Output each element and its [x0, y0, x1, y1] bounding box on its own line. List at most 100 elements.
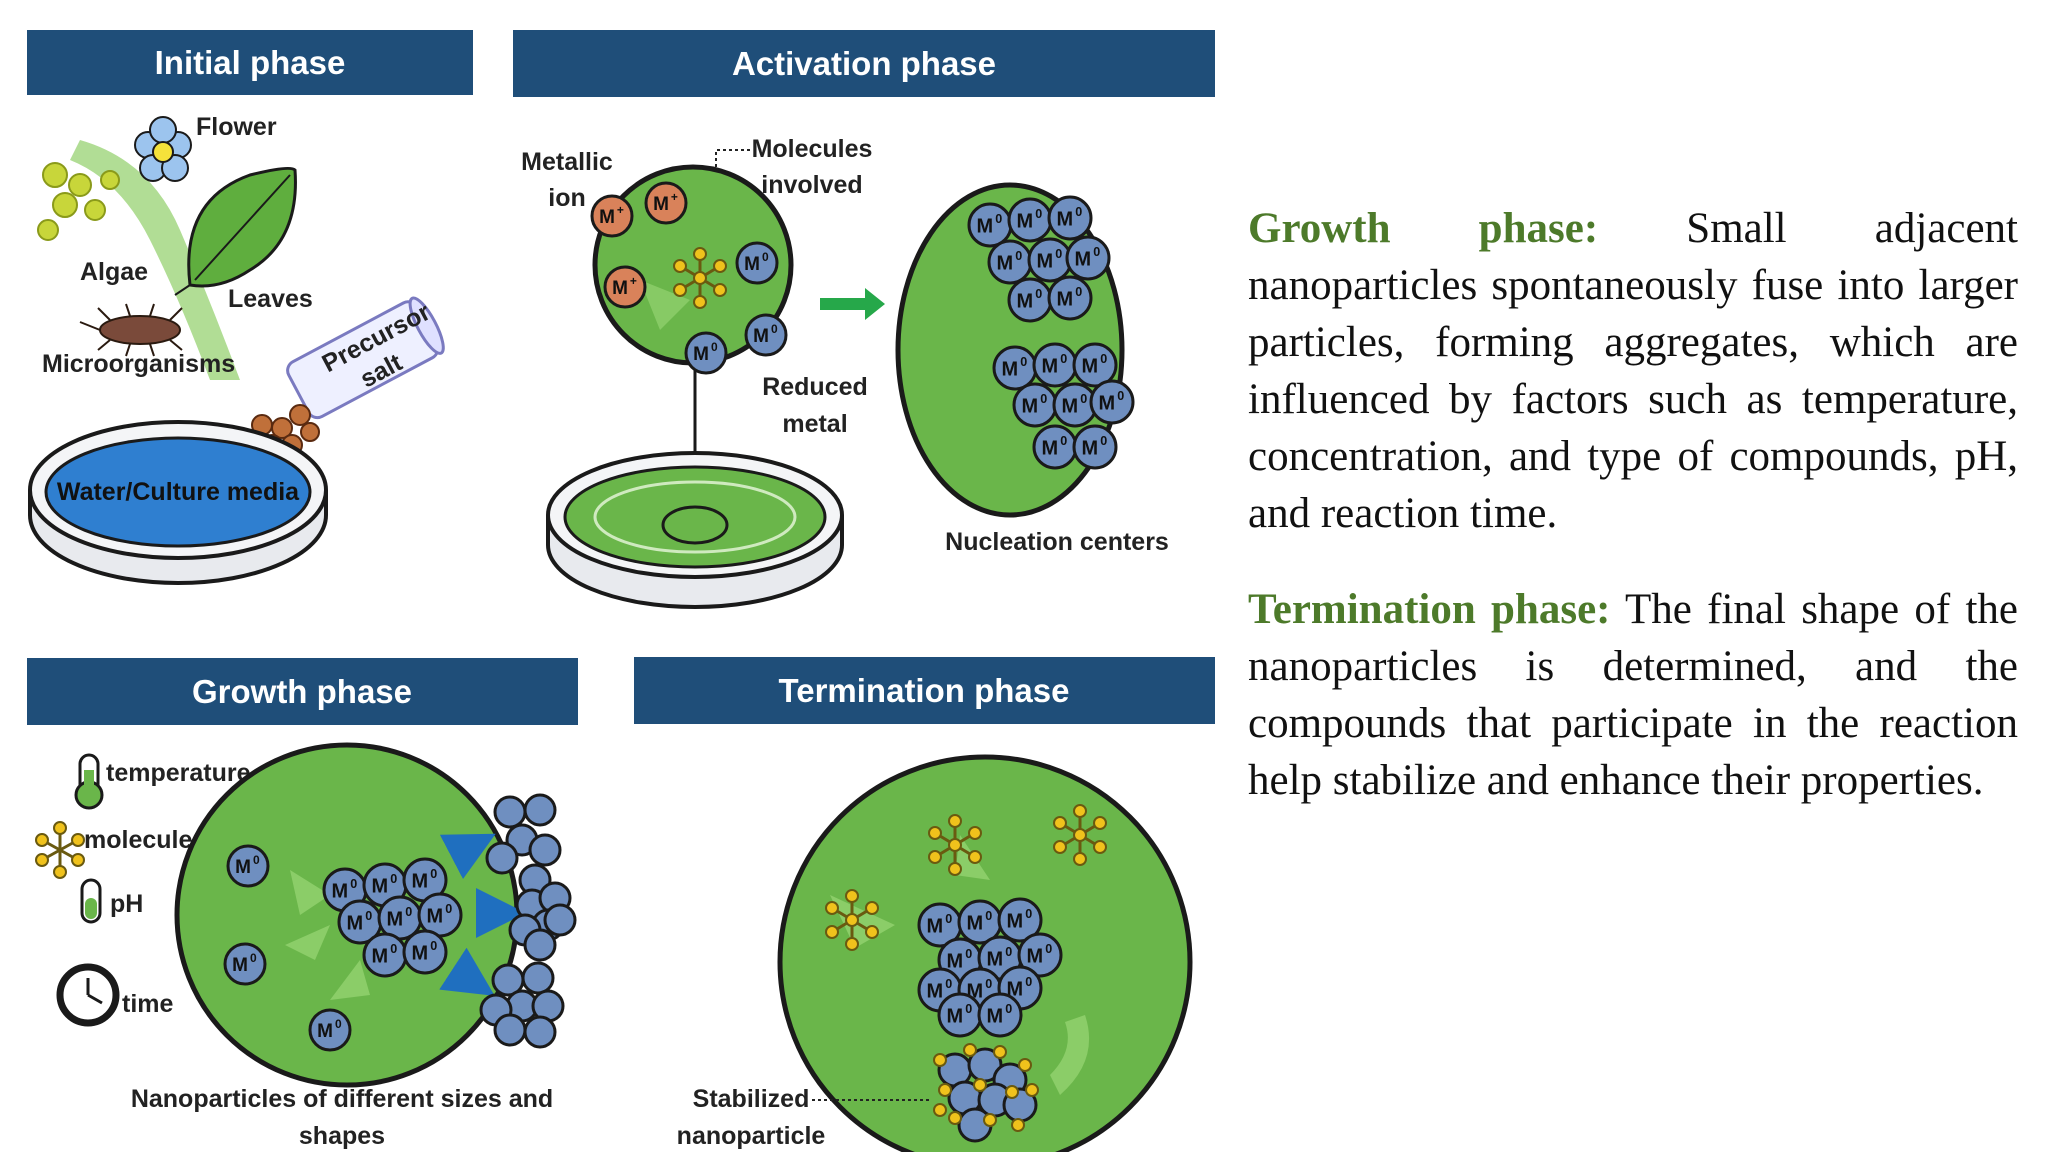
growth-aggregate-particle-superscript: 0 [350, 877, 357, 891]
metallic-ions: M+M+M+ [590, 181, 688, 309]
microorganism-icon [79, 303, 183, 357]
nucleation-particle-label: M [1081, 437, 1098, 459]
nucleation-particle-superscript: 0 [1093, 245, 1100, 259]
growth-particle-label: M [317, 1021, 333, 1042]
termination-keyword: Termination phase: [1248, 586, 1611, 633]
growth-paragraph: Growth phase: Small adjacent nanoparticl… [1248, 200, 2018, 542]
nucleation-particle-label: M [1056, 288, 1073, 310]
termination-particle-superscript: 0 [1005, 945, 1012, 959]
growth-particle-superscript: 0 [335, 1017, 342, 1031]
termination-particle-superscript: 0 [985, 977, 992, 991]
precursor-salt-tube-icon [286, 296, 445, 420]
synthesis-diagram: Initial phase Activation phase Growth ph… [27, 30, 1215, 1152]
label-flower: Flower [196, 113, 277, 141]
nucleation-particle-superscript: 0 [1015, 249, 1022, 263]
growth-aggregate-particle-label: M [371, 875, 388, 897]
termination-particle-label: M [926, 915, 943, 937]
header-initial-label: Initial phase [155, 44, 346, 81]
label-time: time [122, 990, 174, 1018]
activation-panel: Metallic ion Molecules involved M+M+M+ M… [521, 135, 1169, 609]
nucleation-particle-superscript: 0 [995, 212, 1002, 226]
nucleation-particle-superscript: 0 [1020, 355, 1027, 369]
label-reduced: Reduced [762, 373, 868, 401]
termination-description: The final shape of the nanoparticles is … [1248, 586, 2018, 804]
header-activation: Activation phase [513, 30, 1215, 97]
termination-particle-superscript: 0 [965, 1002, 972, 1016]
shape-particle [493, 795, 527, 829]
stabilizer-bead [938, 1083, 952, 1097]
shape-particle [528, 833, 562, 867]
growth-particle-superscript: 0 [253, 853, 260, 867]
nucleation-particle-label: M [1041, 355, 1058, 377]
nanoparticle-shape-cluster [479, 961, 565, 1049]
nucleation-particle-label: M [1061, 395, 1078, 417]
blue-arrow-top [439, 833, 496, 880]
nucleation-particle-label: M [1081, 355, 1098, 377]
shape-particle [523, 793, 557, 827]
nucleation-particle-superscript: 0 [1117, 389, 1124, 403]
nucleation-particle-label: M [1021, 395, 1038, 417]
green-arrow-icon [820, 288, 885, 320]
stabilizer-bead [963, 1043, 977, 1057]
nucleation-particle-label: M [1056, 208, 1073, 230]
termination-particle-label: M [946, 1005, 963, 1027]
shape-particle [521, 961, 555, 995]
molecule-icon [825, 889, 879, 951]
nucleation-particle-label: M [1016, 210, 1033, 232]
growth-aggregate-particle-label: M [331, 880, 348, 902]
green-flow-arrow [70, 140, 240, 380]
nucleation-particle-superscript: 0 [1075, 285, 1082, 299]
label-media: Water/Culture media [57, 478, 300, 506]
growth-flow-arrow [285, 870, 370, 1000]
stabilizer-bead [993, 1045, 1007, 1059]
header-termination-label: Termination phase [779, 672, 1070, 709]
termination-particle-label: M [926, 980, 943, 1002]
label-algae: Algae [80, 258, 148, 286]
stabilized-nanoparticle-icon [933, 1043, 1039, 1143]
shape-particle [543, 903, 577, 937]
growth-aggregate-particle-superscript: 0 [390, 942, 397, 956]
nucleation-particle-superscript: 0 [1100, 352, 1107, 366]
nucleation-particle-label: M [1016, 290, 1033, 312]
molecule-icon [1053, 804, 1107, 866]
shape-particle [523, 928, 557, 962]
molecule-icon [928, 814, 982, 876]
reduced-metal-particle-label: M [753, 326, 769, 347]
nanoparticle-shape-round [508, 881, 577, 962]
stabilizer-bead [1025, 1083, 1039, 1097]
stabilizer-bead [933, 1053, 947, 1067]
growth-aggregate-particle-label: M [411, 870, 428, 892]
nucleation-particle-superscript: 0 [1100, 434, 1107, 448]
algae-icon [37, 162, 120, 241]
growth-description: Small adjacent nanoparticles spontaneous… [1248, 205, 2019, 537]
stabilizer-bead [983, 1113, 997, 1127]
initial-panel: Flower Algae Leaves Microorganisms Precu… [28, 113, 445, 585]
header-activation-label: Activation phase [732, 45, 996, 82]
metallic-ion-superscript: + [617, 203, 624, 217]
label-involved: involved [761, 171, 862, 199]
growth-particle-label: M [232, 955, 248, 976]
nucleation-particle-superscript: 0 [1060, 434, 1067, 448]
growth-particle-superscript: 0 [250, 951, 257, 965]
metallic-ion: M+ [644, 181, 688, 225]
termination-particle-superscript: 0 [1005, 1002, 1012, 1016]
header-growth: Growth phase [27, 658, 578, 725]
metallic-ion-label: M [612, 278, 628, 299]
nucleation-particle-label: M [996, 252, 1013, 274]
